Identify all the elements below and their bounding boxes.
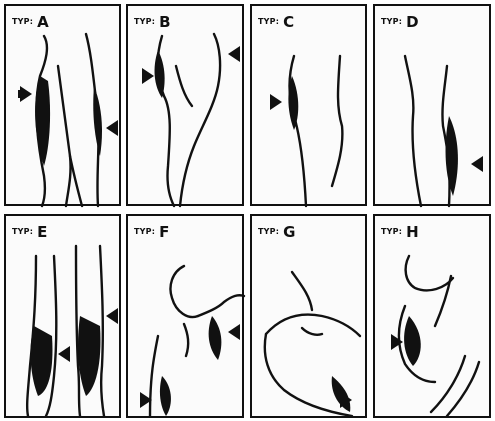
panel-d: TYP:D — [373, 4, 491, 206]
neck-back — [435, 276, 451, 326]
arrow-left — [391, 334, 403, 350]
arrow-left — [18, 86, 32, 102]
arrow-right — [106, 308, 118, 324]
arrow-right — [471, 156, 483, 172]
arm-outline — [176, 66, 192, 106]
fat-region-lower-back — [160, 376, 171, 416]
shoulder-outline — [198, 295, 244, 316]
panel-b-figure — [128, 6, 246, 208]
fat-region-hip — [35, 76, 50, 166]
panel-c: TYP:C — [250, 4, 367, 206]
arrow-left — [142, 68, 154, 84]
arrow-left — [58, 346, 70, 362]
back-outline — [150, 336, 158, 416]
panel-h-figure — [375, 216, 493, 420]
neck-outline — [184, 324, 188, 356]
fat-region-right-calf — [78, 316, 100, 396]
body-outline-center — [58, 66, 71, 206]
panel-c-figure — [252, 6, 369, 208]
collar-line — [302, 328, 322, 335]
back-outline — [405, 56, 421, 206]
fat-region-upper-arm — [209, 316, 222, 360]
panel-f-figure — [128, 216, 246, 420]
arm-inner — [447, 362, 479, 416]
leg-inner-line — [70, 156, 82, 206]
panel-h: TYP:H — [373, 214, 491, 418]
front-outline — [180, 34, 220, 206]
panel-e: TYP:E — [4, 214, 121, 418]
fat-region-thigh — [93, 86, 102, 156]
panel-f: TYP:F — [126, 214, 244, 418]
arm-outline — [431, 356, 465, 412]
panel-a: TYP:A — [4, 4, 121, 206]
right-leg-inner — [100, 246, 104, 416]
neck-outline — [292, 272, 312, 310]
arrow-right — [106, 120, 118, 136]
panel-d-figure — [375, 6, 493, 208]
fat-region-back — [155, 50, 165, 98]
arm-outline — [265, 334, 352, 416]
head-outline — [171, 266, 199, 317]
panel-e-figure — [6, 216, 123, 420]
panel-g: TYP:G — [250, 214, 367, 418]
arrow-left — [270, 94, 282, 110]
arrow-right — [228, 324, 240, 340]
face-outline — [406, 256, 453, 290]
fat-region-breast — [404, 316, 421, 366]
fat-region-abdomen — [446, 116, 458, 196]
shoulder-line — [266, 315, 360, 336]
panel-g-figure — [252, 216, 369, 420]
arrow-right — [228, 46, 240, 62]
panel-a-figure — [6, 6, 123, 208]
panel-b: TYP:B — [126, 4, 244, 206]
fat-region-left-calf — [31, 326, 53, 396]
front-outline — [332, 56, 342, 186]
